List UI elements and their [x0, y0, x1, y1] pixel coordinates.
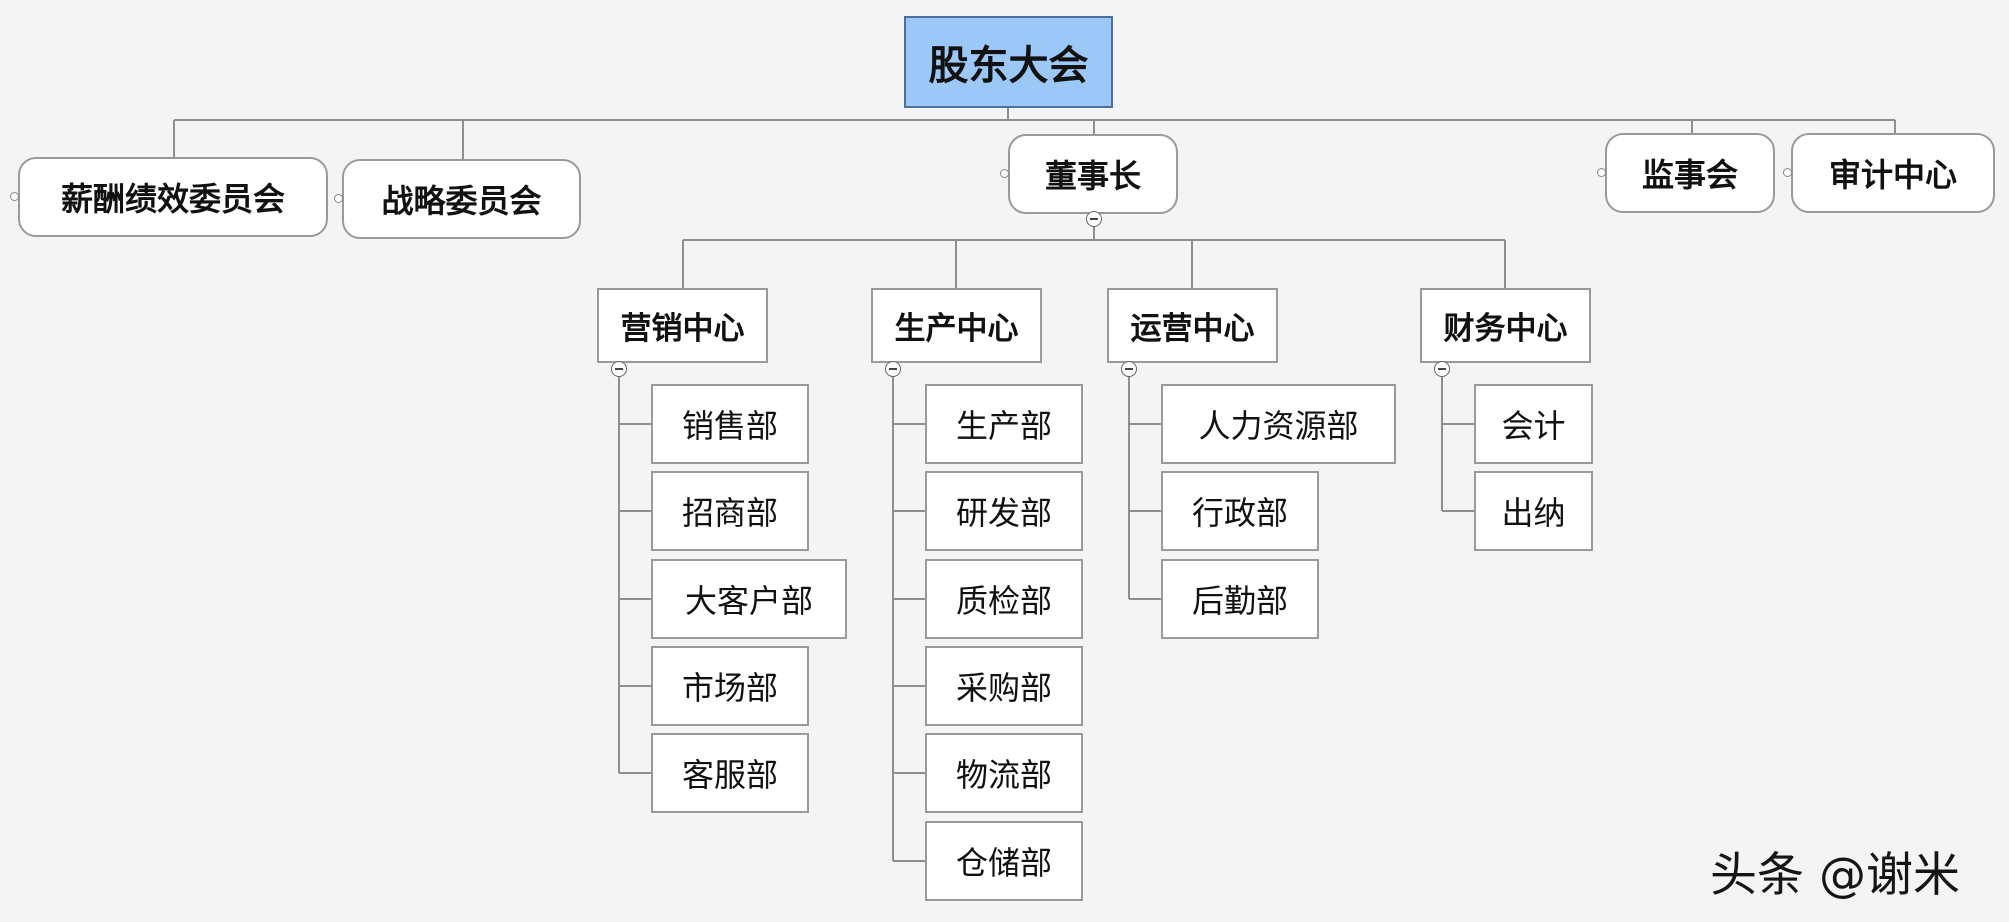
supervisory-board-node[interactable]: 监事会 [1605, 133, 1775, 213]
department-node[interactable]: 生产部 [925, 384, 1083, 464]
side-board-label: 审计中心 [1828, 156, 1957, 194]
department-label: 人力资源部 [1198, 407, 1359, 445]
department-label: 后勤部 [1191, 582, 1288, 620]
center-node-finance[interactable]: 财务中心 [1420, 288, 1591, 363]
chairman-node[interactable]: 董事长 [1008, 134, 1178, 214]
connector-dot [1597, 168, 1606, 177]
department-node[interactable]: 出纳 [1474, 471, 1593, 551]
center-label: 生产中心 [894, 311, 1019, 347]
department-node[interactable]: 质检部 [925, 559, 1083, 639]
root-label: 股东大会 [928, 43, 1089, 89]
department-node[interactable]: 人力资源部 [1161, 384, 1396, 464]
chairman-collapse-icon[interactable] [1086, 211, 1102, 227]
center-node-operations[interactable]: 运营中心 [1107, 288, 1278, 363]
connector-dot [334, 194, 343, 203]
department-node[interactable]: 会计 [1474, 384, 1593, 464]
department-node[interactable]: 采购部 [925, 646, 1083, 726]
department-label: 市场部 [681, 669, 778, 707]
marketing-collapse-icon[interactable] [611, 361, 627, 377]
department-label: 生产部 [955, 407, 1052, 445]
center-node-production[interactable]: 生产中心 [871, 288, 1042, 363]
center-label: 营销中心 [620, 311, 745, 347]
department-label: 物流部 [955, 756, 1052, 794]
department-label: 客服部 [681, 756, 778, 794]
department-label: 研发部 [955, 494, 1052, 532]
center-node-marketing[interactable]: 营销中心 [597, 288, 768, 363]
department-label: 大客户部 [684, 582, 813, 620]
department-node[interactable]: 行政部 [1161, 471, 1319, 551]
production-collapse-icon[interactable] [885, 361, 901, 377]
finance-collapse-icon[interactable] [1434, 361, 1450, 377]
committee-label: 薪酬绩效委员会 [60, 180, 285, 218]
watermark-text: 头条 @谢米 [1710, 848, 1960, 903]
department-label: 销售部 [681, 407, 778, 445]
department-label: 行政部 [1191, 494, 1288, 532]
department-node[interactable]: 客服部 [651, 733, 809, 813]
department-node[interactable]: 后勤部 [1161, 559, 1319, 639]
department-node[interactable]: 销售部 [651, 384, 809, 464]
department-node[interactable]: 研发部 [925, 471, 1083, 551]
root-node[interactable]: 股东大会 [904, 16, 1113, 108]
committee-node-compensation[interactable]: 薪酬绩效委员会 [18, 157, 328, 237]
department-node[interactable]: 仓储部 [925, 821, 1083, 901]
chairman-label: 董事长 [1044, 157, 1141, 195]
department-label: 采购部 [955, 669, 1052, 707]
department-node[interactable]: 物流部 [925, 733, 1083, 813]
center-label: 运营中心 [1130, 311, 1255, 347]
connector-dot [1000, 169, 1009, 178]
department-node[interactable]: 大客户部 [651, 559, 847, 639]
department-label: 招商部 [681, 494, 778, 532]
connector-dot [1783, 168, 1792, 177]
audit-center-node[interactable]: 审计中心 [1791, 133, 1995, 213]
committee-label: 战略委员会 [381, 182, 542, 220]
department-node[interactable]: 市场部 [651, 646, 809, 726]
center-label: 财务中心 [1443, 311, 1568, 347]
department-label: 仓储部 [955, 844, 1052, 882]
connector-dot [10, 192, 19, 201]
department-label: 质检部 [955, 582, 1052, 620]
department-label: 出纳 [1501, 494, 1566, 532]
committee-node-strategy[interactable]: 战略委员会 [342, 159, 581, 239]
side-board-label: 监事会 [1641, 156, 1738, 194]
department-label: 会计 [1501, 407, 1566, 445]
department-node[interactable]: 招商部 [651, 471, 809, 551]
operations-collapse-icon[interactable] [1121, 361, 1137, 377]
